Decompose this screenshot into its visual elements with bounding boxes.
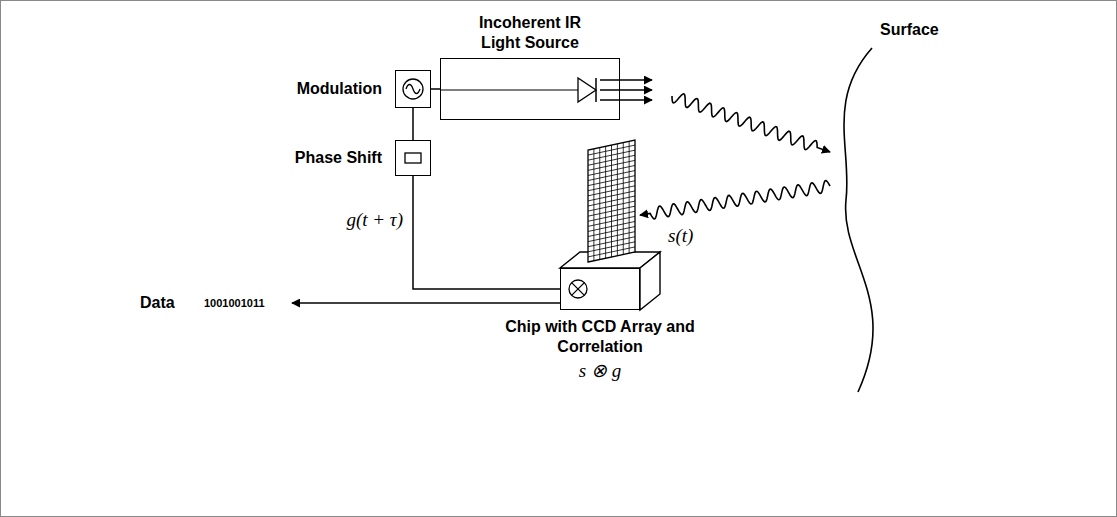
light-ray xyxy=(600,99,652,101)
ccd-row xyxy=(588,206,635,216)
light-ray xyxy=(600,89,652,91)
ccd-row xyxy=(588,242,635,252)
block-label: Phase Shift xyxy=(295,148,382,168)
led-bar xyxy=(595,78,597,102)
ccd-row xyxy=(588,150,635,160)
wire xyxy=(412,108,414,140)
ccd-row xyxy=(588,227,635,237)
ccd-row xyxy=(588,247,635,257)
ccd-row xyxy=(588,155,635,165)
light-source-box: Incoherent IR Light Source xyxy=(440,58,620,120)
led-lead xyxy=(440,89,578,90)
phase-shift-box: Phase Shift xyxy=(395,140,431,176)
sine-symbol xyxy=(406,85,420,94)
data-label: Data xyxy=(140,293,175,313)
ccd-row xyxy=(588,201,635,211)
ccd-row xyxy=(588,165,635,175)
wire xyxy=(431,88,440,90)
light-waves xyxy=(640,94,830,219)
signal-name: s(t) xyxy=(668,226,693,246)
source-title: Incoherent IR Light Source xyxy=(465,13,595,53)
ccd-row xyxy=(588,196,635,206)
ccd-row xyxy=(588,171,635,181)
ccd-row xyxy=(588,186,635,196)
oscillator-symbol xyxy=(403,79,423,99)
chip-side-face xyxy=(640,252,660,310)
chip-box: Chip with CCD Array and Correlations ⊗ g xyxy=(560,268,640,310)
wire xyxy=(413,176,560,289)
correlator-cross xyxy=(572,283,585,296)
ccd-outline xyxy=(588,140,635,262)
block-label: Modulation xyxy=(297,79,382,99)
ccd-row xyxy=(588,176,635,186)
surface-label: Surface xyxy=(880,20,939,40)
signal-name: g(t + τ) xyxy=(346,210,403,230)
light-ray xyxy=(600,79,652,81)
ccd-row xyxy=(588,221,635,231)
ccd-row xyxy=(588,160,635,170)
phase-shift-symbol xyxy=(405,153,421,163)
chip-caption: Chip with CCD Array and Correlation xyxy=(505,317,695,357)
ccd-row xyxy=(588,145,635,155)
modulation-box: Modulation xyxy=(395,70,431,108)
ccd-array xyxy=(588,140,635,262)
correlation-formula: s ⊗ g xyxy=(579,361,621,381)
ccd-row xyxy=(588,232,635,242)
ccd-row xyxy=(588,181,635,191)
data-arrow xyxy=(292,302,560,303)
led-diode xyxy=(578,78,596,102)
light-wave xyxy=(640,181,830,219)
ccd-row xyxy=(588,237,635,247)
correlator-symbol xyxy=(569,280,587,298)
light-wave xyxy=(672,94,830,152)
surface-curve xyxy=(844,48,873,392)
ccd-row xyxy=(588,211,635,221)
bit-stream: 1001001011 xyxy=(204,296,265,310)
ccd-row xyxy=(588,216,635,226)
ccd-row xyxy=(588,191,635,201)
